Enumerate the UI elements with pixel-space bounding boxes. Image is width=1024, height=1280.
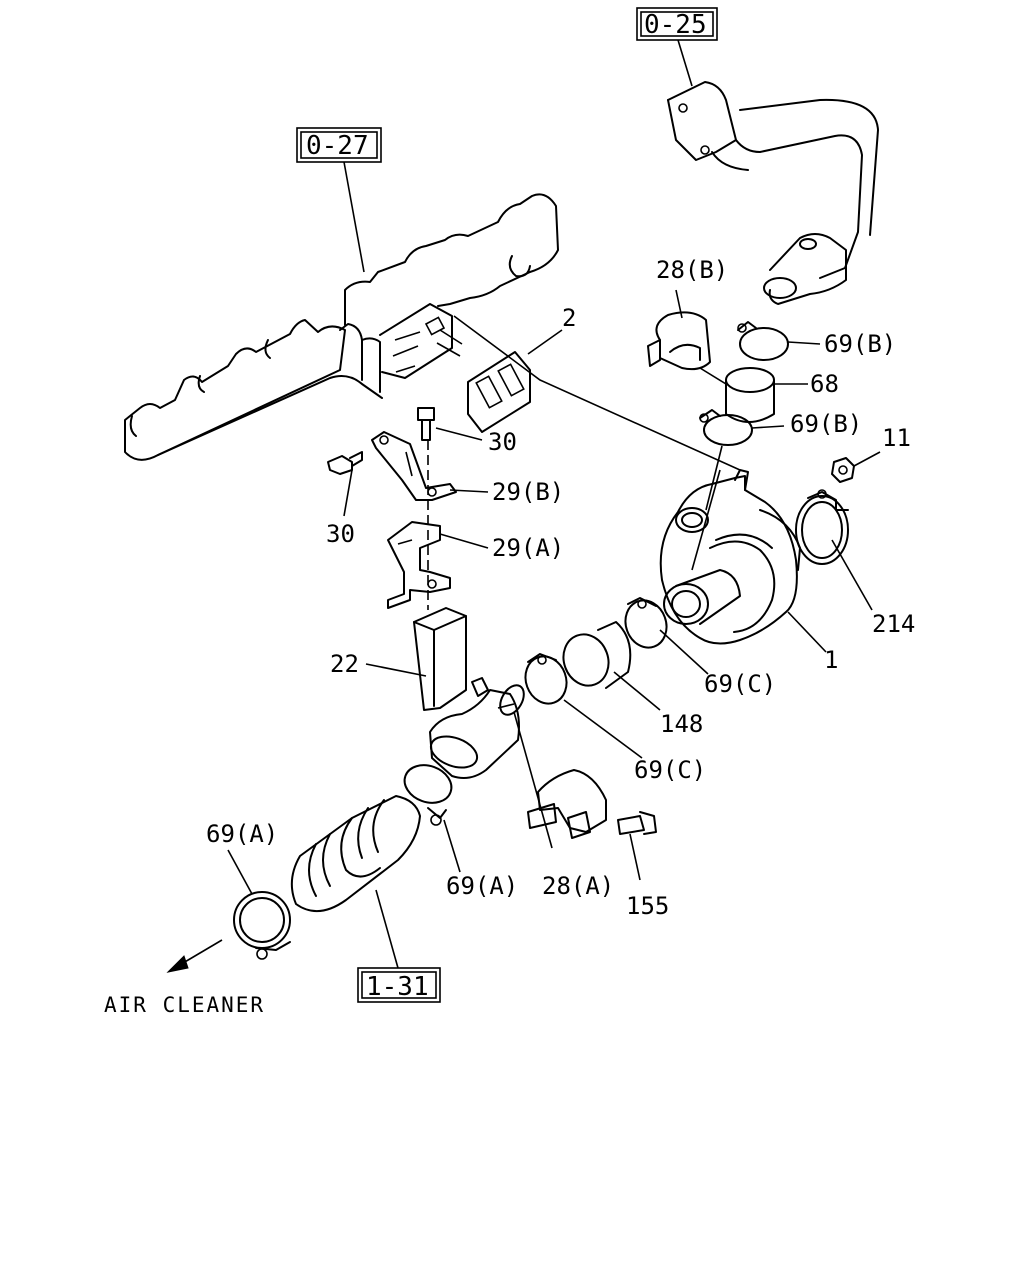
callout-214: 214 — [872, 610, 915, 638]
intake-hose-1-31 — [290, 795, 421, 912]
callout-11: 11 — [882, 424, 911, 452]
callout-22: 22 — [330, 650, 359, 678]
callout-155: 155 — [626, 892, 669, 920]
clamp-69a-left — [233, 891, 291, 960]
callout-29a: 29(A) — [492, 534, 564, 562]
clamp-69c-left — [524, 653, 568, 705]
callout-69a-left: 69(A) — [206, 820, 278, 848]
clamp-69a-mid — [403, 764, 453, 826]
callout-69b-mid: 69(B) — [790, 410, 862, 438]
reference-label: 1-31 — [366, 972, 429, 1002]
callout-30-left: 30 — [326, 520, 355, 548]
leader-lines — [227, 39, 881, 969]
callout-69a-mid: 69(A) — [446, 872, 518, 900]
callout-69c-low: 69(C) — [634, 756, 706, 784]
callout-1: 1 — [824, 646, 838, 674]
callout-labels: 2 28(B) 69(B) 68 69(B) 11 30 29(B) 30 29… — [206, 256, 915, 920]
turbocharger — [659, 469, 801, 645]
arrow-head-icon — [166, 955, 189, 973]
exhaust-manifold — [124, 193, 559, 461]
clamp-69c-right — [624, 597, 668, 649]
bolt-30-right — [417, 407, 435, 441]
callout-2: 2 — [562, 304, 576, 332]
bolt-30-left — [327, 451, 363, 475]
nut-11 — [831, 457, 855, 483]
sleeve-68 — [725, 367, 775, 423]
reference-box-1-31[interactable]: 1-31 — [357, 967, 441, 1003]
callout-28a: 28(A) — [542, 872, 614, 900]
air-cleaner-direction: AIR CLEANER — [104, 939, 265, 1017]
callout-29b: 29(B) — [492, 478, 564, 506]
exhaust-elbow-pipe — [667, 81, 879, 305]
sleeve-148 — [562, 621, 632, 689]
gasket-2 — [467, 351, 531, 433]
callout-28b: 28(B) — [656, 256, 728, 284]
bracket-29b — [371, 431, 457, 501]
reference-box-0-27[interactable]: 0-27 — [296, 127, 382, 163]
pipe-22 — [413, 607, 467, 711]
clamp-28a — [527, 769, 607, 839]
clamp-69b-top — [737, 321, 789, 361]
callout-68: 68 — [810, 370, 839, 398]
callout-69b-top: 69(B) — [824, 330, 896, 358]
callout-30-right: 30 — [488, 428, 517, 456]
callout-148: 148 — [660, 710, 703, 738]
clamp-214 — [795, 489, 849, 565]
callout-69c-right: 69(C) — [704, 670, 776, 698]
clamp-69b-mid — [699, 409, 753, 446]
bolt-155 — [617, 811, 657, 835]
air-cleaner-label: AIR CLEANER — [104, 993, 265, 1017]
clamp-28b — [647, 311, 711, 371]
reference-label: 0-25 — [644, 10, 707, 40]
reference-label: 0-27 — [306, 131, 369, 161]
reference-box-0-25[interactable]: 0-25 — [636, 7, 718, 41]
inlet-elbow — [429, 677, 525, 779]
